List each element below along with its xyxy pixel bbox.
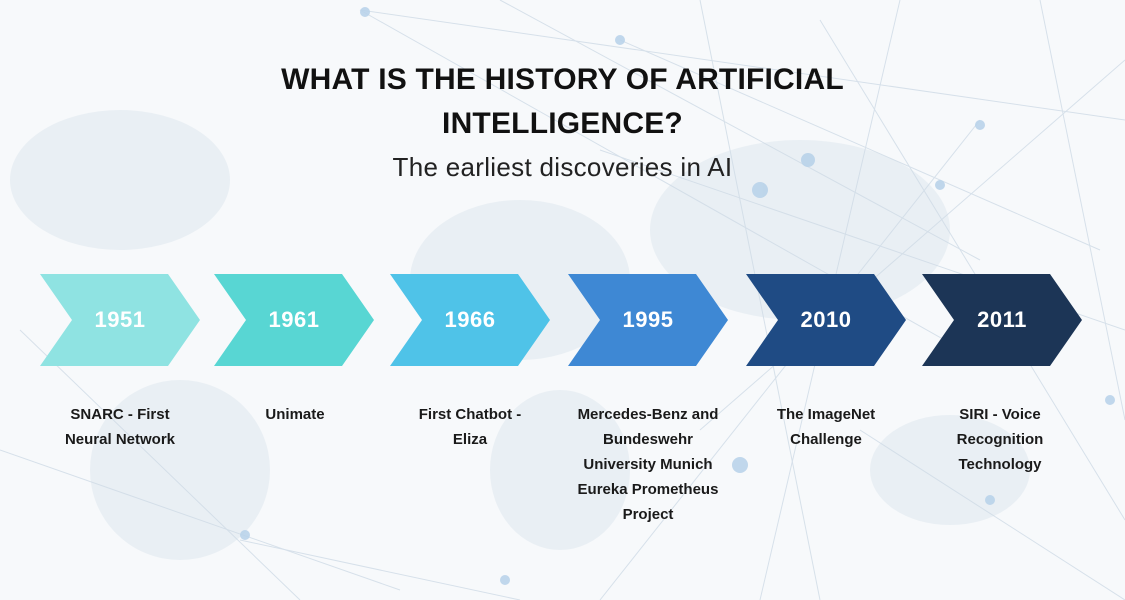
timeline-year: 1951 — [94, 307, 146, 332]
timeline-description-1966: First Chatbot - Eliza — [380, 402, 560, 452]
timeline-year: 1961 — [268, 307, 320, 332]
timeline-year: 1966 — [444, 307, 496, 332]
title-line-2: INTELLIGENCE? — [442, 107, 683, 140]
description-line: Eliza — [452, 431, 488, 448]
description-line: Challenge — [790, 431, 862, 448]
timeline-chevron-1951: 1951 — [40, 274, 200, 366]
subtitle: The earliest discoveries in AI — [392, 152, 733, 182]
title-line-1: WHAT IS THE HISTORY OF ARTIFICIAL — [281, 63, 844, 96]
timeline-chevron-1995: 1995 — [568, 274, 728, 366]
description-line: Neural Network — [64, 431, 176, 448]
timeline-year: 2010 — [800, 307, 852, 332]
description-line: Bundeswehr — [602, 431, 693, 448]
description-line: Technology — [958, 456, 1042, 473]
description-line: Unimate — [265, 406, 325, 423]
description-line: Project — [622, 506, 674, 523]
description-line: First Chatbot - — [418, 406, 522, 423]
description-line: SNARC - First — [70, 406, 170, 423]
timeline-year: 1995 — [622, 307, 674, 332]
timeline-chevron-1961: 1961 — [214, 274, 374, 366]
timeline-description-1961: Unimate — [205, 402, 385, 427]
timeline-chevron-2010: 2010 — [746, 274, 906, 366]
timeline-chevron-1966: 1966 — [390, 274, 550, 366]
description-line: University Munich — [583, 456, 713, 473]
description-line: The ImageNet — [776, 406, 876, 423]
title: WHAT IS THE HISTORY OF ARTIFICIAL INTELL… — [0, 58, 1125, 146]
description-line: SIRI - Voice — [959, 406, 1041, 423]
description-line: Eureka Prometheus — [577, 481, 719, 498]
description-line: Recognition — [956, 431, 1044, 448]
description-line: Mercedes-Benz and — [577, 406, 719, 423]
timeline-year: 2011 — [977, 307, 1027, 332]
timeline-chevron-2011: 2011 — [922, 274, 1082, 366]
